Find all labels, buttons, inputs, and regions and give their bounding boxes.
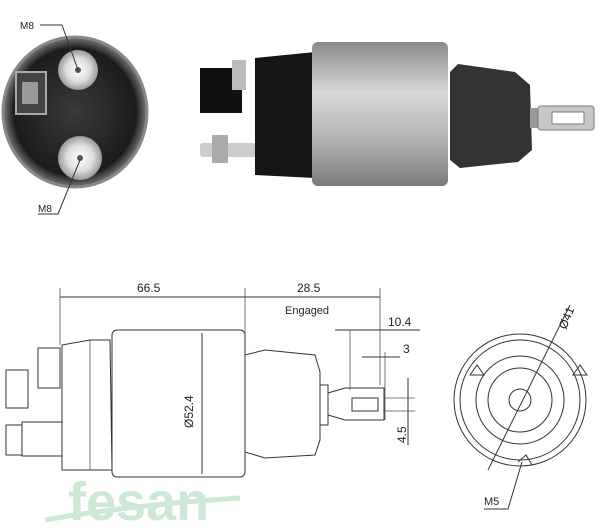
- rubber-boot: [450, 64, 532, 168]
- dim-m5: M5: [484, 496, 499, 508]
- bottom-stud: [200, 143, 260, 157]
- dim-66-5: 66.5: [137, 281, 161, 295]
- terminal-cap: [255, 52, 315, 178]
- fesan-watermark-logo: fesan: [44, 472, 241, 530]
- dim-flange-diameter: Ø41: [556, 305, 578, 332]
- tab-outline: [327, 387, 385, 421]
- dim-10-4: 10.4: [388, 315, 412, 329]
- body-cylinder: [111, 329, 246, 478]
- dim-4-5: 4.5: [395, 426, 409, 443]
- label-m8-top: M8: [20, 21, 34, 32]
- dim-3: 3: [403, 342, 410, 356]
- dim-body-diameter: Ø52.4: [182, 395, 196, 428]
- end-view-photo: M8 M8: [1, 21, 149, 215]
- label-m8-bottom: M8: [38, 204, 52, 215]
- silver-body: [312, 42, 448, 186]
- side-drawing: 66.5 28.5 Engaged Ø52.4 10.4 3 4.5: [5, 281, 420, 478]
- side-photo: [200, 42, 595, 186]
- dim-engaged: Engaged: [285, 305, 329, 317]
- dim-28-5: 28.5: [297, 281, 321, 295]
- end-drawing: Ø41 M5: [453, 305, 588, 510]
